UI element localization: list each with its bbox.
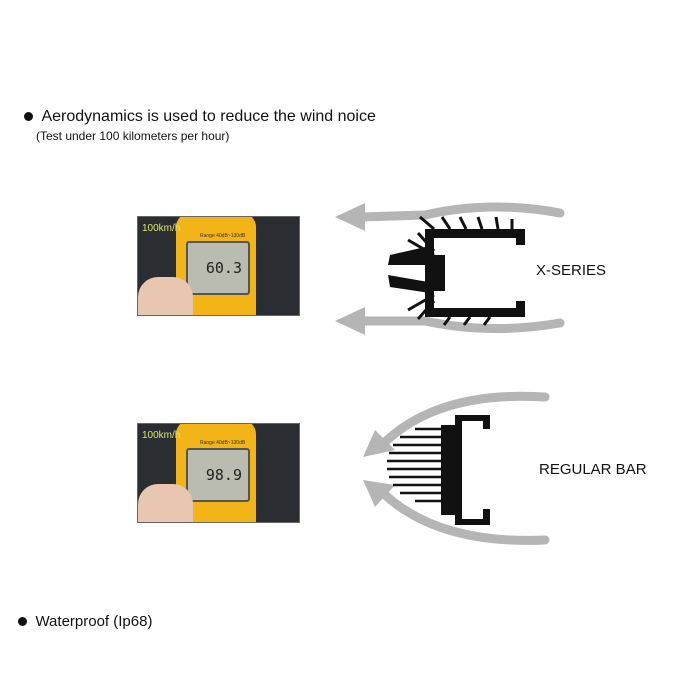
x-series-label: X-SERIES [536,262,607,279]
hand [138,277,193,315]
meter-reading: 60.3 [205,259,242,277]
regular-bar-profile-diagram [363,391,550,545]
bullet-icon [24,112,33,121]
meter-display: 98.9 [186,448,250,502]
meter-display: 60.3 [186,241,250,295]
section-subtitle: (Test under 100 kilometers per hour) [36,129,230,143]
meter-range: Range 40dB~130dB [200,233,246,239]
meter-reading: 98.9 [205,466,242,484]
section-title: Waterproof (Ip68) [35,613,153,630]
bullet-icon [18,617,27,626]
regular-bar-label: REGULAR BAR [539,461,647,478]
test-photo-regular-bar: Range 40dB~130dB 98.9 100km/h [137,423,300,523]
meter-range: Range 40dB~130dB [200,440,246,446]
speed-label: 100km/h [142,430,181,441]
x-series-profile-diagram [335,202,565,335]
speed-label: 100km/h [142,223,181,234]
section-waterproof: Waterproof (Ip68) [18,613,152,631]
section-aerodynamics: Aerodynamics is used to reduce the wind … [24,108,376,126]
section-title: Aerodynamics is used to reduce the wind … [41,108,376,125]
hand [138,484,193,522]
test-photo-x-series: Range 40dB~130dB 60.3 100km/h [137,216,300,316]
